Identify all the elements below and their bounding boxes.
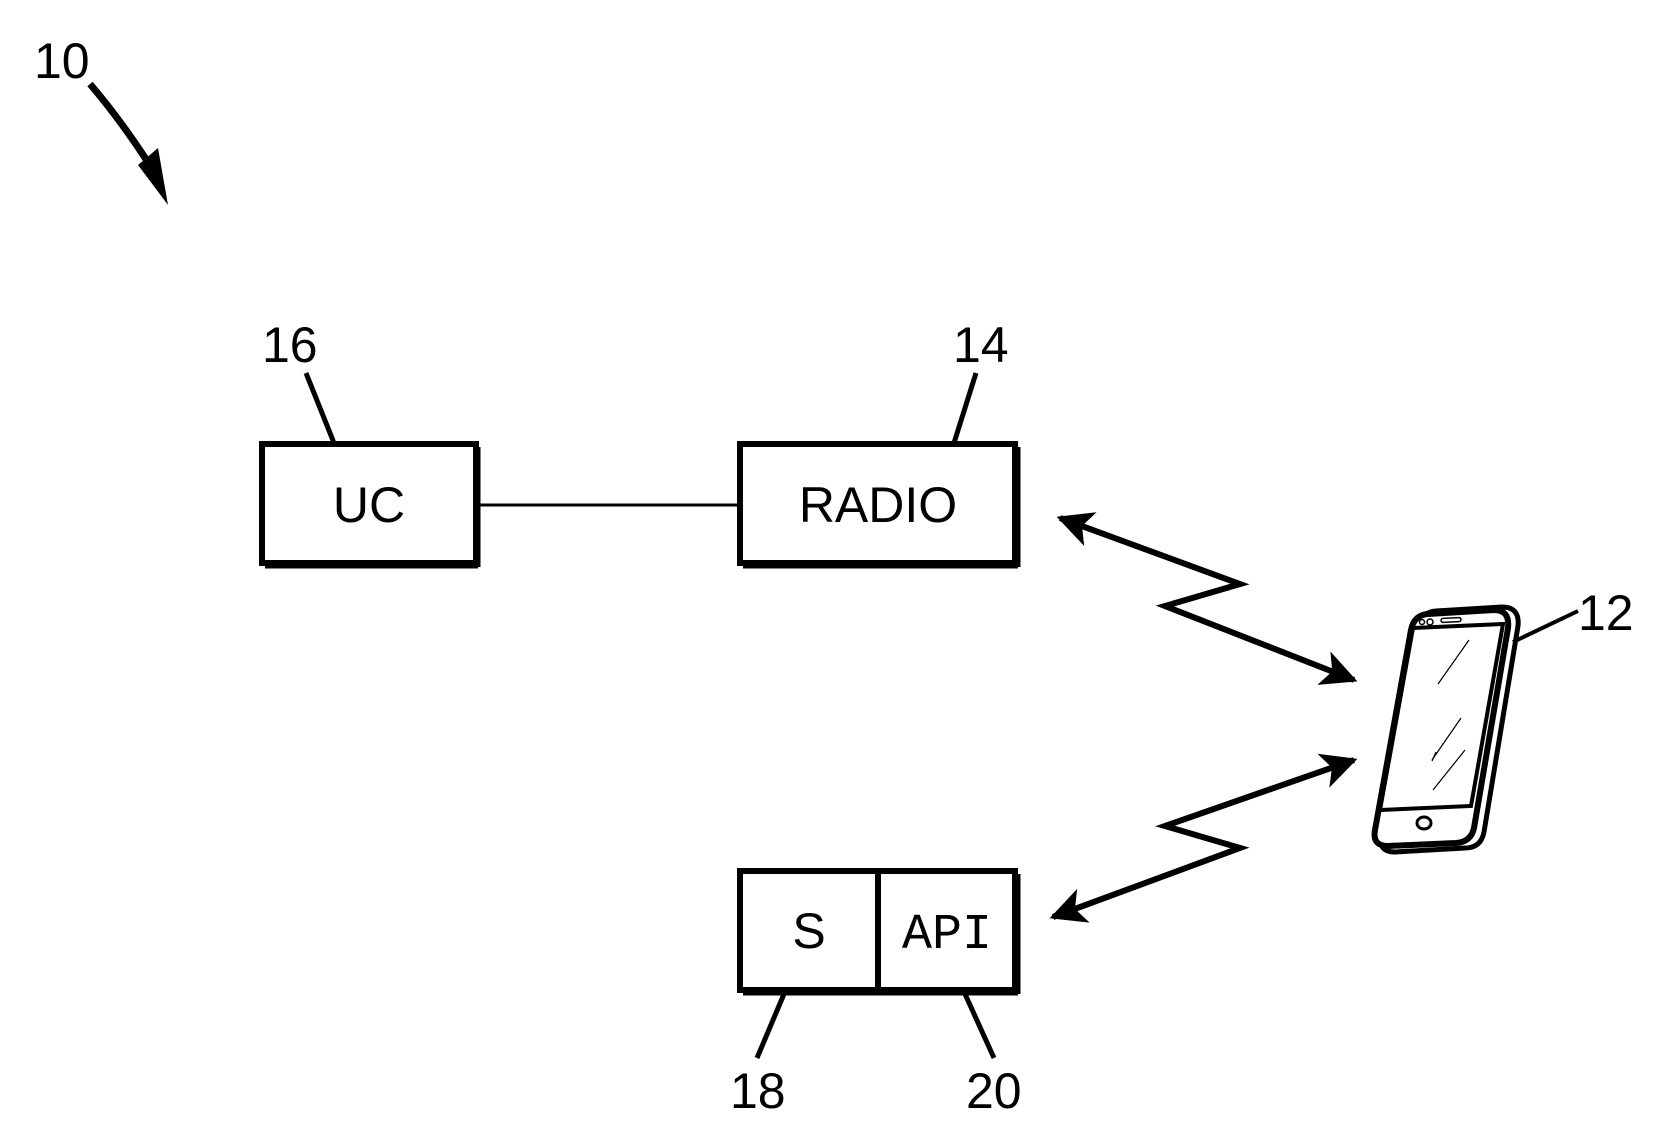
smartphone-screen — [1377, 621, 1506, 813]
device-leader-line — [1512, 609, 1579, 644]
device-api-wireless-link — [1049, 753, 1358, 923]
server-block-label: S — [792, 903, 825, 959]
front-sensor-icon — [1426, 618, 1434, 626]
uc-block-label: UC — [333, 477, 405, 533]
api-leader-line — [962, 992, 997, 1060]
home-button-icon — [1415, 815, 1433, 831]
radio-leader-line — [951, 372, 979, 444]
front-camera-icon — [1418, 618, 1426, 626]
screen-glare-lines — [1431, 639, 1470, 791]
api-reference-label: 20 — [966, 1063, 1022, 1119]
system-reference-arrowhead-icon — [138, 148, 168, 205]
radio-device-wireless-link — [1056, 512, 1358, 685]
radio-block: RADIO — [737, 441, 1021, 569]
server-api-block: S API — [737, 868, 1021, 996]
uc-leader-line — [303, 372, 337, 444]
api-block-label: API — [902, 907, 992, 964]
server-reference-label: 18 — [730, 1063, 786, 1119]
device-reference-label: 12 — [1578, 585, 1634, 641]
server-leader-line — [754, 993, 787, 1059]
uc-reference-label: 16 — [262, 317, 318, 373]
smartphone-device — [1371, 604, 1521, 855]
uc-block: UC — [259, 441, 481, 569]
speaker-grille-icon — [1440, 616, 1462, 624]
system-reference-label: 10 — [34, 33, 90, 89]
radio-block-label: RADIO — [799, 477, 957, 533]
radio-reference-label: 14 — [953, 317, 1009, 373]
